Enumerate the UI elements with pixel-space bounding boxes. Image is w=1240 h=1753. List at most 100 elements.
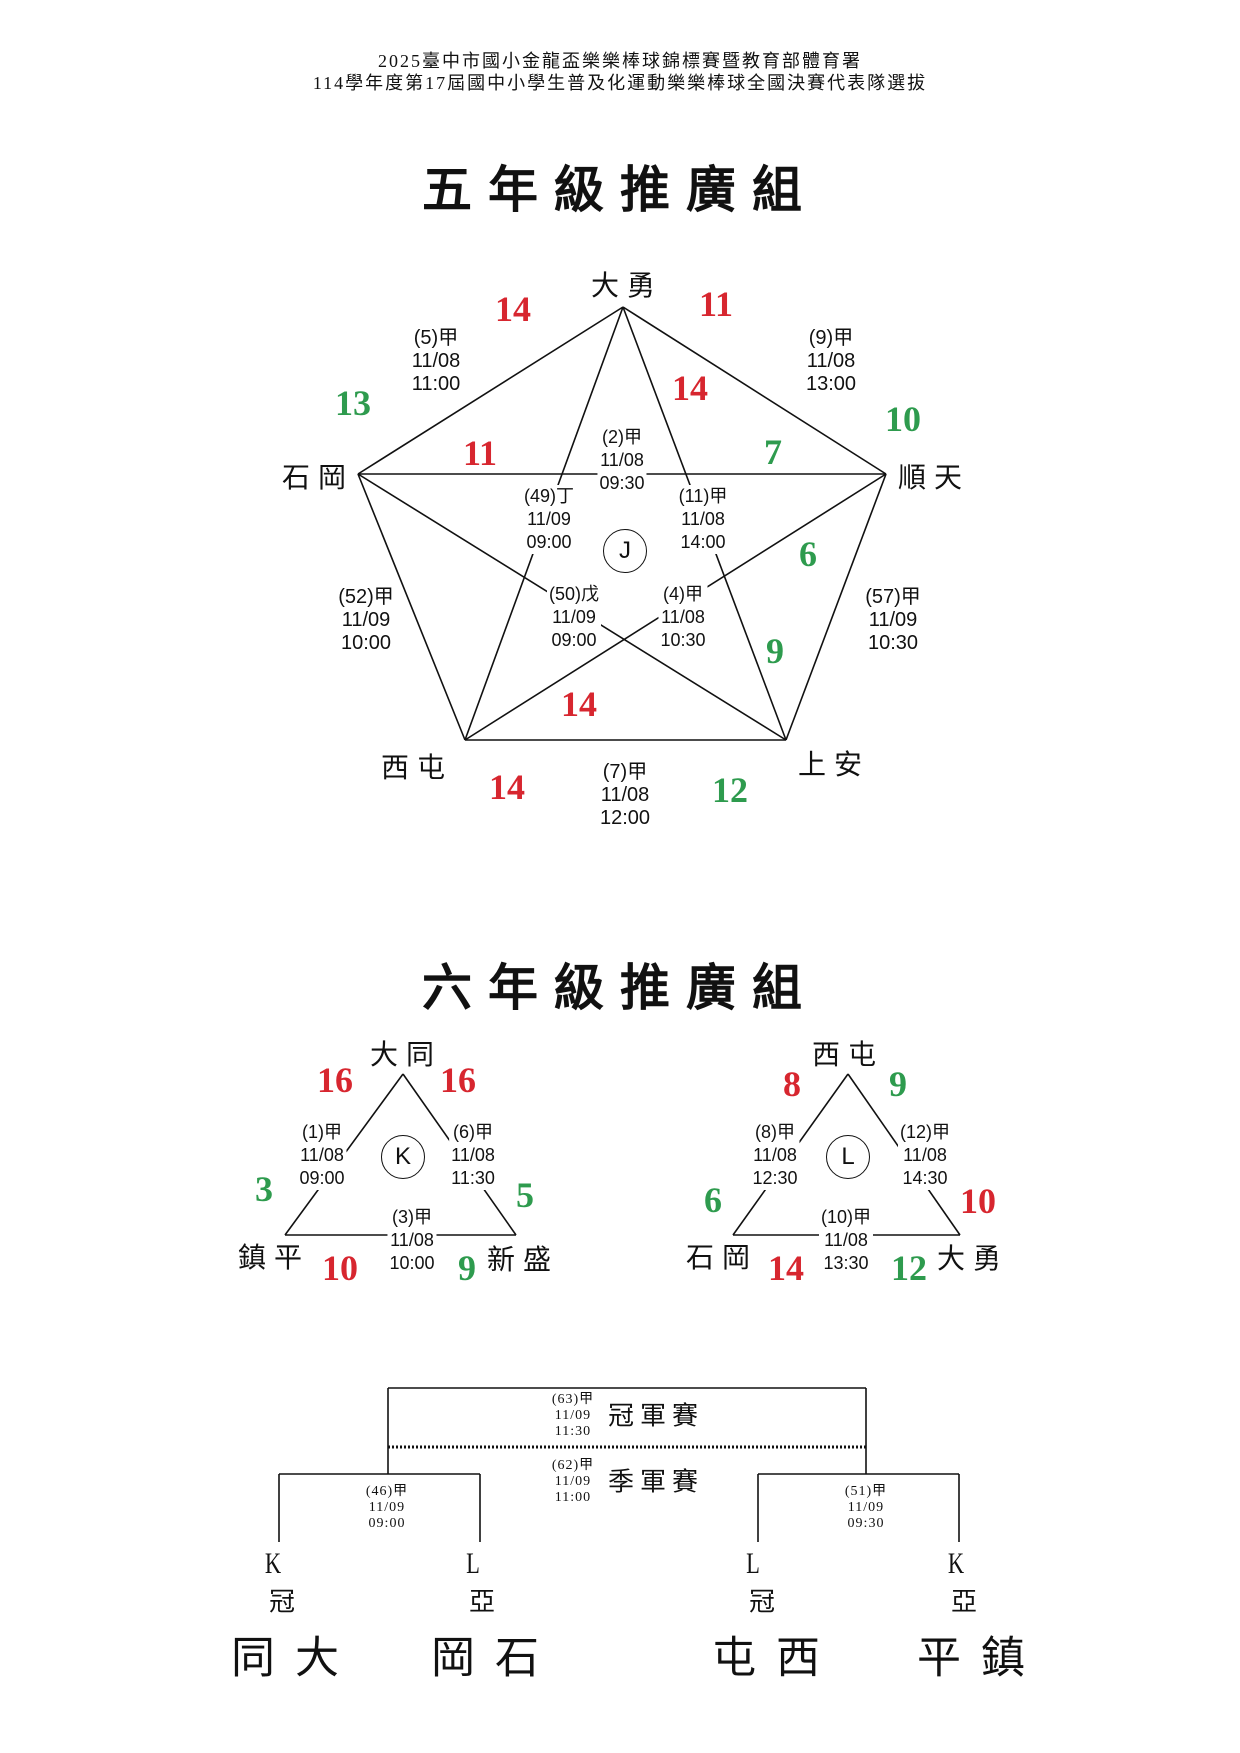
- game-id: (4)甲: [662, 584, 703, 604]
- game-id: (57)甲: [865, 586, 921, 608]
- team-name: 西屯: [380, 751, 454, 784]
- game-time: 09:30: [599, 473, 645, 493]
- game-id: (5)甲: [413, 327, 459, 349]
- score: 16: [440, 1060, 476, 1100]
- game-id: (12)甲: [899, 1122, 951, 1142]
- seed-label: K: [264, 1547, 282, 1580]
- score: 16: [317, 1060, 353, 1100]
- game-time: 12:30: [752, 1168, 798, 1188]
- bracket-team: 西屯: [704, 1634, 819, 1698]
- game-date: 11/09: [527, 509, 571, 529]
- game-date: 11/09: [368, 1500, 406, 1515]
- game-date: 11/09: [552, 607, 596, 627]
- game-date: 11/09: [868, 609, 918, 631]
- game-id: (51)甲: [844, 1484, 888, 1499]
- team-name: 上安: [797, 748, 871, 781]
- bracket-team: 石岡: [423, 1634, 538, 1698]
- score: 10: [885, 399, 921, 439]
- score: 14: [489, 767, 525, 807]
- score: 3: [255, 1169, 273, 1209]
- game-date: 11/08: [411, 350, 461, 372]
- game-label: (12)甲 11/08 14:30: [897, 1121, 953, 1190]
- score: 14: [561, 684, 597, 724]
- match-line: [357, 473, 466, 741]
- score: 6: [799, 534, 817, 574]
- score: 14: [495, 289, 531, 329]
- rank-label: 冠: [268, 1587, 296, 1618]
- game-label: (4)甲 11/08 10:30: [658, 583, 708, 652]
- team-name: 大同: [369, 1038, 443, 1071]
- game-time: 10:00: [389, 1253, 435, 1273]
- rank-label: 亞: [468, 1587, 496, 1618]
- game-id: (52)甲: [338, 586, 394, 608]
- game-id: (1)甲: [301, 1122, 342, 1142]
- game-time: 10:30: [867, 632, 919, 654]
- game-date: 11/08: [681, 509, 725, 529]
- game-date: 11/08: [600, 450, 644, 470]
- game-time: 14:30: [902, 1168, 948, 1188]
- game-time: 13:00: [805, 373, 857, 395]
- score: 10: [960, 1181, 996, 1221]
- score: 12: [891, 1248, 927, 1288]
- team-name: 大勇: [936, 1242, 1010, 1275]
- game-time: 13:30: [823, 1253, 869, 1273]
- seed-label: L: [466, 1547, 480, 1580]
- game-date: 11/09: [847, 1500, 885, 1515]
- team-name: 西屯: [811, 1038, 885, 1071]
- score: 14: [672, 368, 708, 408]
- team-name: 大勇: [590, 269, 664, 302]
- game-date: 11/09: [341, 609, 391, 631]
- team-name: 石岡: [281, 461, 355, 494]
- game-date: 11/08: [451, 1145, 495, 1165]
- score: 12: [712, 770, 748, 810]
- score: 11: [698, 284, 734, 324]
- game-id: (62)甲: [551, 1458, 595, 1473]
- game-date: 11/08: [390, 1230, 434, 1250]
- score: 8: [783, 1064, 801, 1104]
- third-place-label: 季軍賽: [608, 1467, 705, 1498]
- game-time: 11:30: [451, 1168, 495, 1188]
- score: 5: [516, 1175, 534, 1215]
- game-id: (2)甲: [601, 427, 642, 447]
- score: 6: [704, 1180, 722, 1220]
- score: 9: [458, 1248, 476, 1288]
- group-badge: K: [381, 1135, 425, 1179]
- group-badge: L: [826, 1135, 870, 1179]
- match-line: [622, 306, 887, 475]
- game-date: 11/08: [661, 607, 705, 627]
- bracket-team: 鎮平: [909, 1634, 1024, 1698]
- game-label: (2)甲 11/08 09:30: [597, 426, 647, 495]
- game-time: 11:00: [554, 1490, 592, 1505]
- match-line: [357, 306, 624, 475]
- rank-label: 冠: [748, 1587, 776, 1618]
- game-date: 11/08: [600, 784, 650, 806]
- game-date: 11/09: [554, 1408, 592, 1423]
- score: 7: [764, 432, 782, 472]
- game-time: 11:30: [554, 1424, 592, 1439]
- game-time: 10:30: [660, 630, 706, 650]
- game-id: (10)甲: [820, 1207, 872, 1227]
- game-date: 11/08: [300, 1145, 344, 1165]
- game-id: (50)戊: [548, 584, 600, 604]
- game-date: 11/08: [903, 1145, 947, 1165]
- game-time: 11:00: [411, 373, 461, 395]
- game-date: 11/08: [753, 1145, 797, 1165]
- team-name: 順天: [897, 461, 971, 494]
- group-badge: J: [603, 529, 647, 573]
- header-line-1: 2025臺中市國小金龍盃樂樂棒球錦標賽暨教育部體育署: [378, 51, 862, 71]
- game-time: 12:00: [599, 807, 651, 829]
